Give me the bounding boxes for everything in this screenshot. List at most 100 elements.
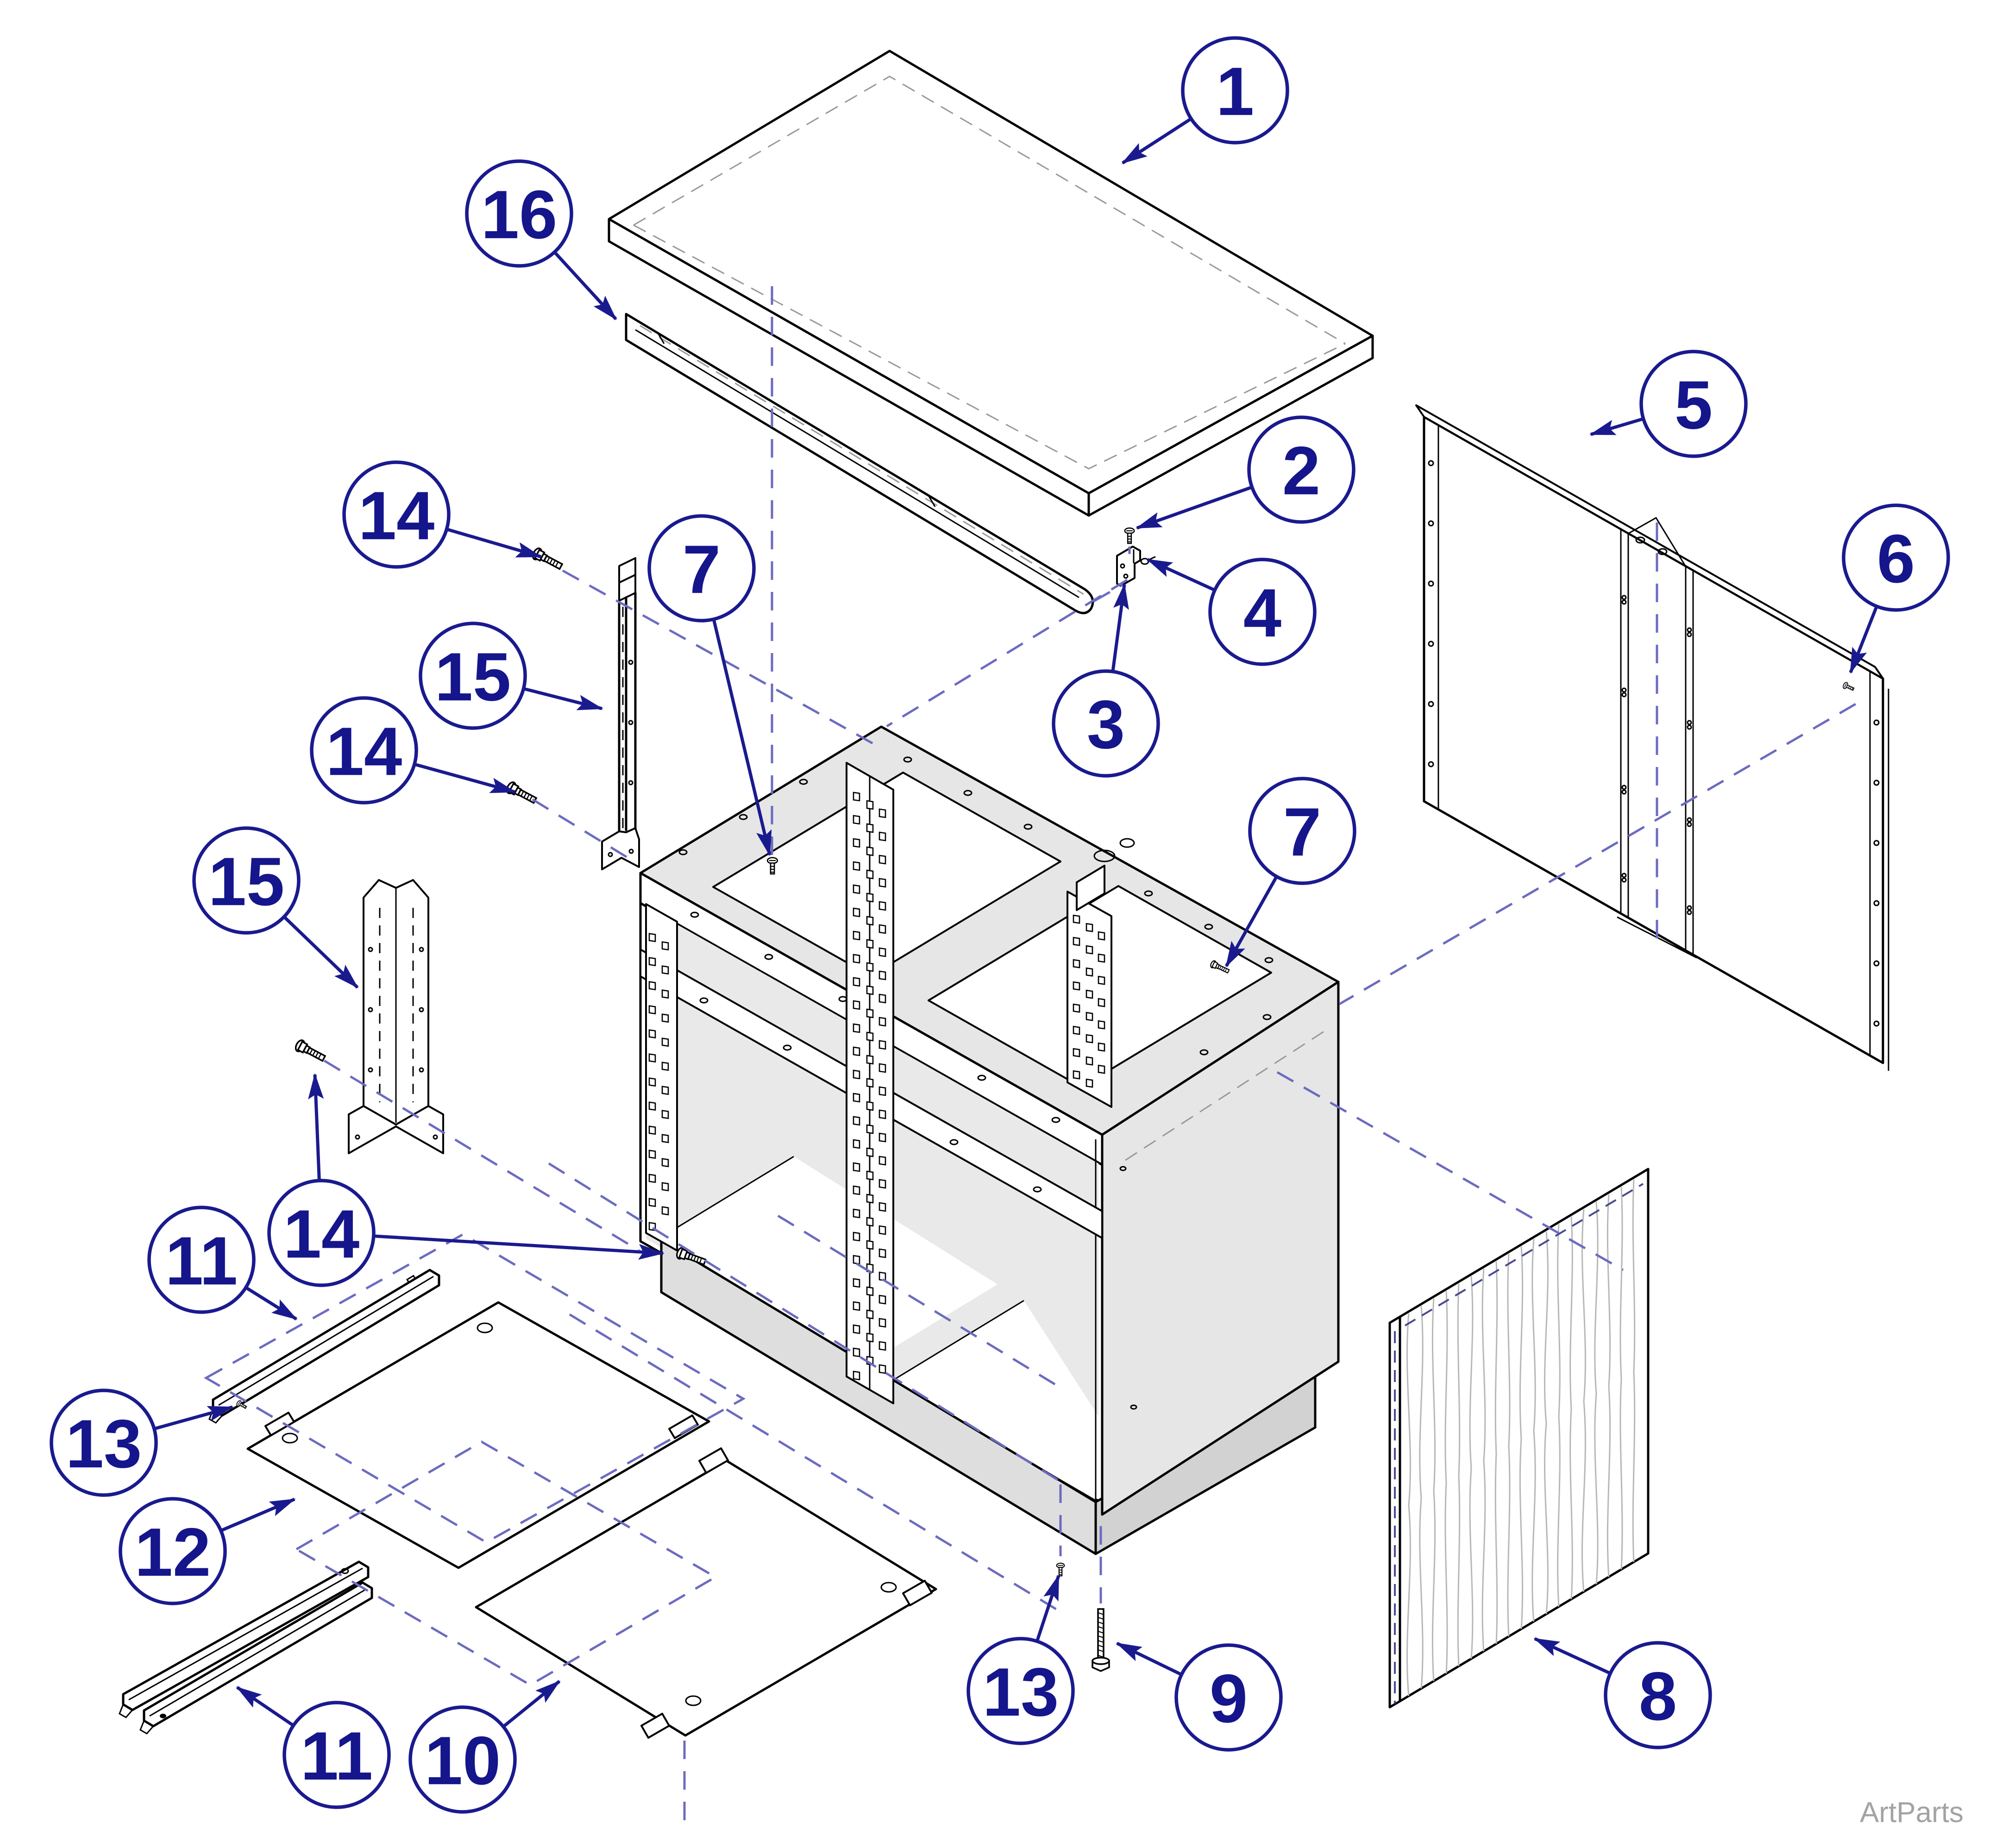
perforation <box>661 1182 669 1192</box>
callout-14: 14 <box>342 460 542 569</box>
leader-line <box>1116 1641 1182 1676</box>
perforation <box>866 1031 874 1042</box>
perforation <box>1085 989 1093 999</box>
grain-line <box>1544 1231 1549 1615</box>
grain-line <box>1481 1269 1486 1652</box>
callout-circle <box>647 514 756 622</box>
callout-13: 13 <box>50 1389 234 1497</box>
perforation <box>878 855 886 865</box>
callout-12: 12 <box>119 1497 296 1605</box>
perforation <box>866 1008 874 1018</box>
callout-7-2: 7 <box>1224 777 1356 968</box>
perforation <box>661 1013 669 1023</box>
callout-number: 15 <box>435 639 511 715</box>
perforation <box>853 977 860 987</box>
part-corner-post-lower <box>348 879 444 1154</box>
perforation <box>853 792 860 802</box>
leader-line <box>1146 558 1216 592</box>
perforation <box>661 1158 669 1168</box>
leader-line <box>712 619 772 856</box>
perforation <box>853 1023 860 1033</box>
screw-part-2 <box>1124 527 1135 544</box>
callout-number: 3 <box>1087 686 1125 763</box>
leader-line <box>523 687 603 710</box>
perforation <box>866 1217 874 1227</box>
callout-number: 12 <box>135 1514 211 1590</box>
perforation <box>878 878 886 888</box>
leader-line <box>245 1286 298 1320</box>
grain-line <box>1632 1179 1636 1563</box>
perforation <box>661 1206 669 1216</box>
perforation <box>866 1240 874 1250</box>
perforation <box>866 1309 874 1320</box>
screw-part-14-b <box>504 780 539 807</box>
callout-circle <box>1174 1643 1283 1752</box>
callout-circle <box>310 696 418 805</box>
callout-9: 9 <box>1116 1641 1283 1752</box>
callout-number: 4 <box>1243 575 1281 651</box>
callout-number: 7 <box>683 531 721 608</box>
callout-circle <box>1181 36 1289 145</box>
door-wood-grain <box>1406 1179 1636 1697</box>
perforation <box>853 1301 860 1311</box>
perforation <box>878 808 886 818</box>
perforation <box>853 907 860 918</box>
perforation <box>661 1086 669 1095</box>
perforation <box>1098 1064 1105 1074</box>
callout-circle <box>1247 415 1355 524</box>
perforation <box>853 1208 860 1219</box>
perforation <box>853 1278 860 1288</box>
leader-line <box>1589 417 1644 436</box>
top-panel-hidden-lines <box>633 75 1346 470</box>
callout-7: 7 <box>647 514 772 856</box>
perforation <box>866 985 874 995</box>
callout-number: 11 <box>301 1718 373 1794</box>
perforation <box>648 957 656 967</box>
callout-4: 4 <box>1146 558 1317 666</box>
grain-line <box>1444 1291 1448 1674</box>
perforation <box>648 1029 656 1039</box>
perforation <box>878 831 886 842</box>
leader-line <box>373 1234 665 1260</box>
grain-line <box>1507 1254 1511 1637</box>
perforation <box>878 1156 886 1166</box>
perforation <box>878 1248 886 1258</box>
callout-number: 10 <box>425 1722 501 1799</box>
perforation <box>878 1295 886 1305</box>
callout-number: 7 <box>1283 794 1321 870</box>
perforation <box>648 1150 656 1159</box>
perforation <box>1098 1042 1105 1052</box>
perforation <box>853 1324 860 1334</box>
perforation <box>853 930 860 941</box>
callout-circle <box>1604 1641 1712 1749</box>
perforation <box>878 1132 886 1143</box>
perforation <box>648 981 656 991</box>
perforation <box>878 1318 886 1328</box>
leader-line <box>1035 1574 1060 1642</box>
leader-line <box>1121 117 1192 164</box>
callout-circle <box>282 1701 391 1809</box>
callout-circle <box>147 1206 256 1314</box>
part-top-panel <box>608 50 1374 517</box>
callout-number: 9 <box>1210 1660 1248 1737</box>
callout-circle <box>1639 350 1748 458</box>
perforation <box>1098 1020 1105 1030</box>
callout-2: 2 <box>1136 415 1355 530</box>
back-panel-center-channel <box>1617 516 1697 959</box>
perforation <box>853 838 860 848</box>
callout-13-2: 13 <box>966 1574 1075 1745</box>
perforation <box>853 954 860 964</box>
perforation <box>878 1017 886 1027</box>
callout-number: 14 <box>283 1196 360 1272</box>
perforation <box>661 941 669 951</box>
callout-number: 5 <box>1675 367 1713 443</box>
screw-part-14-a <box>530 546 565 573</box>
screw-part-14-c <box>293 1038 328 1065</box>
perforation <box>853 1370 860 1381</box>
callout-number: 15 <box>208 843 285 920</box>
screw-part-13-right <box>1056 1563 1065 1577</box>
grain-line <box>1457 1283 1461 1667</box>
part-cabinet-body <box>639 725 1340 1555</box>
watermark: ArtParts <box>1860 1797 1964 1829</box>
perforation <box>1085 945 1093 955</box>
